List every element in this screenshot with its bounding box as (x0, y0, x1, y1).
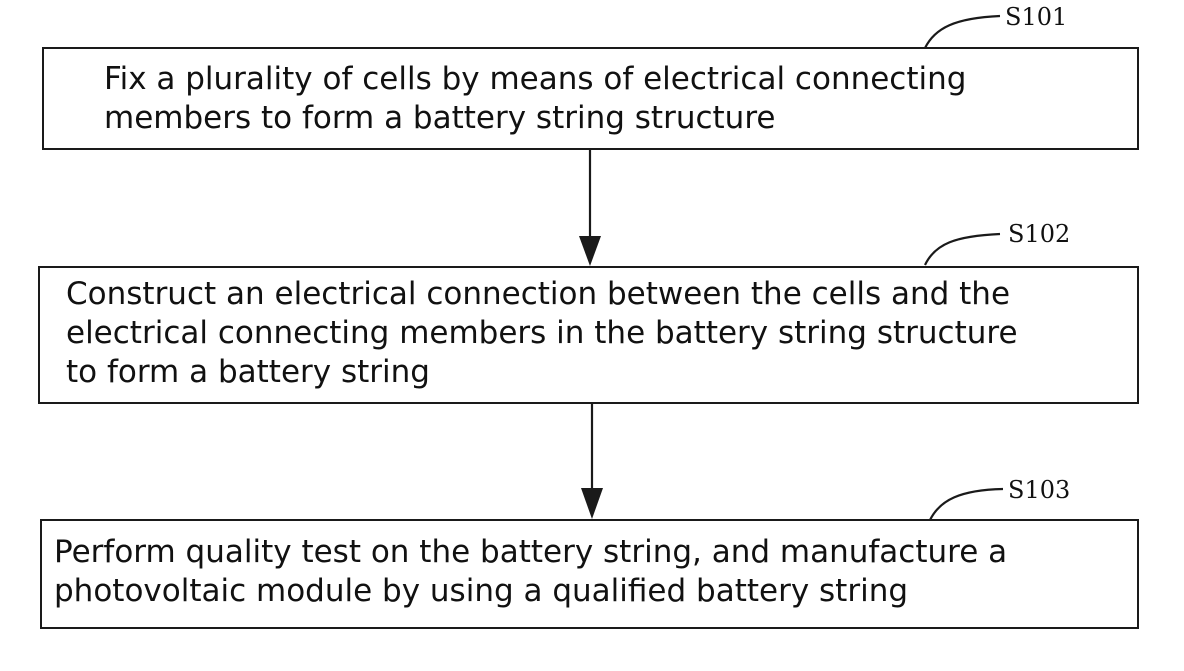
step-line: Perform quality test on the battery stri… (54, 533, 1007, 572)
step-box-s102: Construct an electrical connection betwe… (38, 266, 1139, 404)
step-line: Fix a plurality of cells by means of ele… (104, 60, 966, 99)
label-leader-s102 (925, 234, 1000, 265)
label-leader-s101 (925, 16, 1000, 48)
step-label-s102: S102 (1008, 220, 1070, 248)
step-label-s103: S103 (1008, 476, 1070, 504)
step-line: electrical connecting members in the bat… (66, 314, 1018, 353)
step-label-s101: S101 (1005, 3, 1067, 31)
step-line: members to form a battery string structu… (104, 99, 966, 138)
arrow-head-s101-s102 (579, 236, 601, 266)
step-box-s103: Perform quality test on the battery stri… (40, 519, 1139, 629)
step-text-s101: Fix a plurality of cells by means of ele… (104, 60, 966, 138)
step-line: photovoltaic module by using a qualified… (54, 572, 1007, 611)
step-line: to form a battery string (66, 353, 1018, 392)
label-leader-s103 (930, 489, 1003, 520)
step-line: Construct an electrical connection betwe… (66, 275, 1018, 314)
step-box-s101: Fix a plurality of cells by means of ele… (42, 47, 1139, 150)
step-text-s102: Construct an electrical connection betwe… (66, 275, 1018, 392)
step-text-s103: Perform quality test on the battery stri… (54, 533, 1007, 611)
arrow-head-s102-s103 (581, 488, 603, 519)
